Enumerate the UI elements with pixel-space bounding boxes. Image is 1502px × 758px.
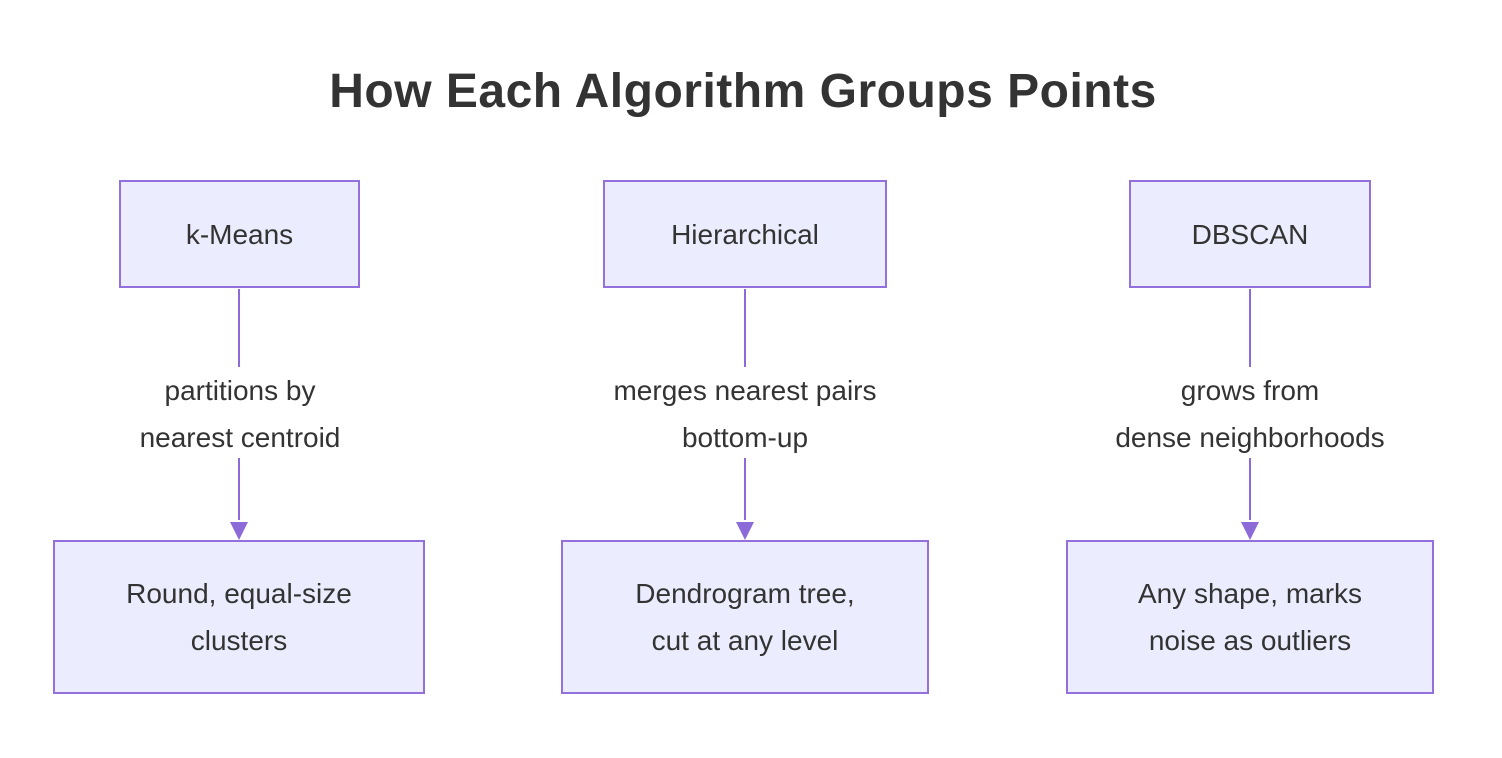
edge-label-hierarchical: merges nearest pairs bottom-up	[535, 367, 955, 461]
edge-line-bottom	[744, 458, 746, 520]
arrowhead-icon	[736, 522, 754, 540]
result-node-hierarchical: Dendrogram tree, cut at any level	[561, 540, 929, 694]
algorithm-node-kmeans: k-Means	[119, 180, 360, 288]
edge-line-top	[238, 289, 240, 367]
arrowhead-icon	[230, 522, 248, 540]
result-node-line: Round, equal-size	[126, 578, 352, 609]
result-node-kmeans: Round, equal-size clusters	[53, 540, 425, 694]
arrowhead-icon	[1241, 522, 1259, 540]
edge-label-line: grows from	[1180, 375, 1320, 406]
result-node-line: noise as outliers	[1148, 625, 1352, 656]
edge-line-top	[1249, 289, 1251, 367]
result-node-line: Dendrogram tree,	[635, 578, 855, 609]
edge-label-line: nearest centroid	[139, 422, 341, 453]
algorithm-node-label: DBSCAN	[1191, 218, 1309, 250]
algorithm-node-dbscan: DBSCAN	[1129, 180, 1371, 288]
algorithm-node-label: Hierarchical	[671, 218, 819, 250]
algorithm-node-hierarchical: Hierarchical	[603, 180, 887, 288]
result-node-line: cut at any level	[651, 625, 839, 656]
algorithm-node-label: k-Means	[185, 218, 294, 250]
edge-label-line: merges nearest pairs	[613, 375, 877, 406]
result-node-dbscan: Any shape, marks noise as outliers	[1066, 540, 1434, 694]
edge-label-line: dense neighborhoods	[1115, 422, 1385, 453]
edge-line-top	[744, 289, 746, 367]
edge-label-line: partitions by	[164, 375, 316, 406]
result-node-line: clusters	[190, 625, 288, 656]
diagram-title: How Each Algorithm Groups Points	[329, 65, 1157, 118]
edge-label-line: bottom-up	[681, 422, 809, 453]
edge-label-kmeans: partitions by nearest centroid	[30, 367, 450, 461]
edge-label-dbscan: grows from dense neighborhoods	[1040, 367, 1460, 461]
result-node-line: Any shape, marks	[1137, 578, 1363, 609]
edge-line-bottom	[238, 458, 240, 520]
edge-line-bottom	[1249, 458, 1251, 520]
